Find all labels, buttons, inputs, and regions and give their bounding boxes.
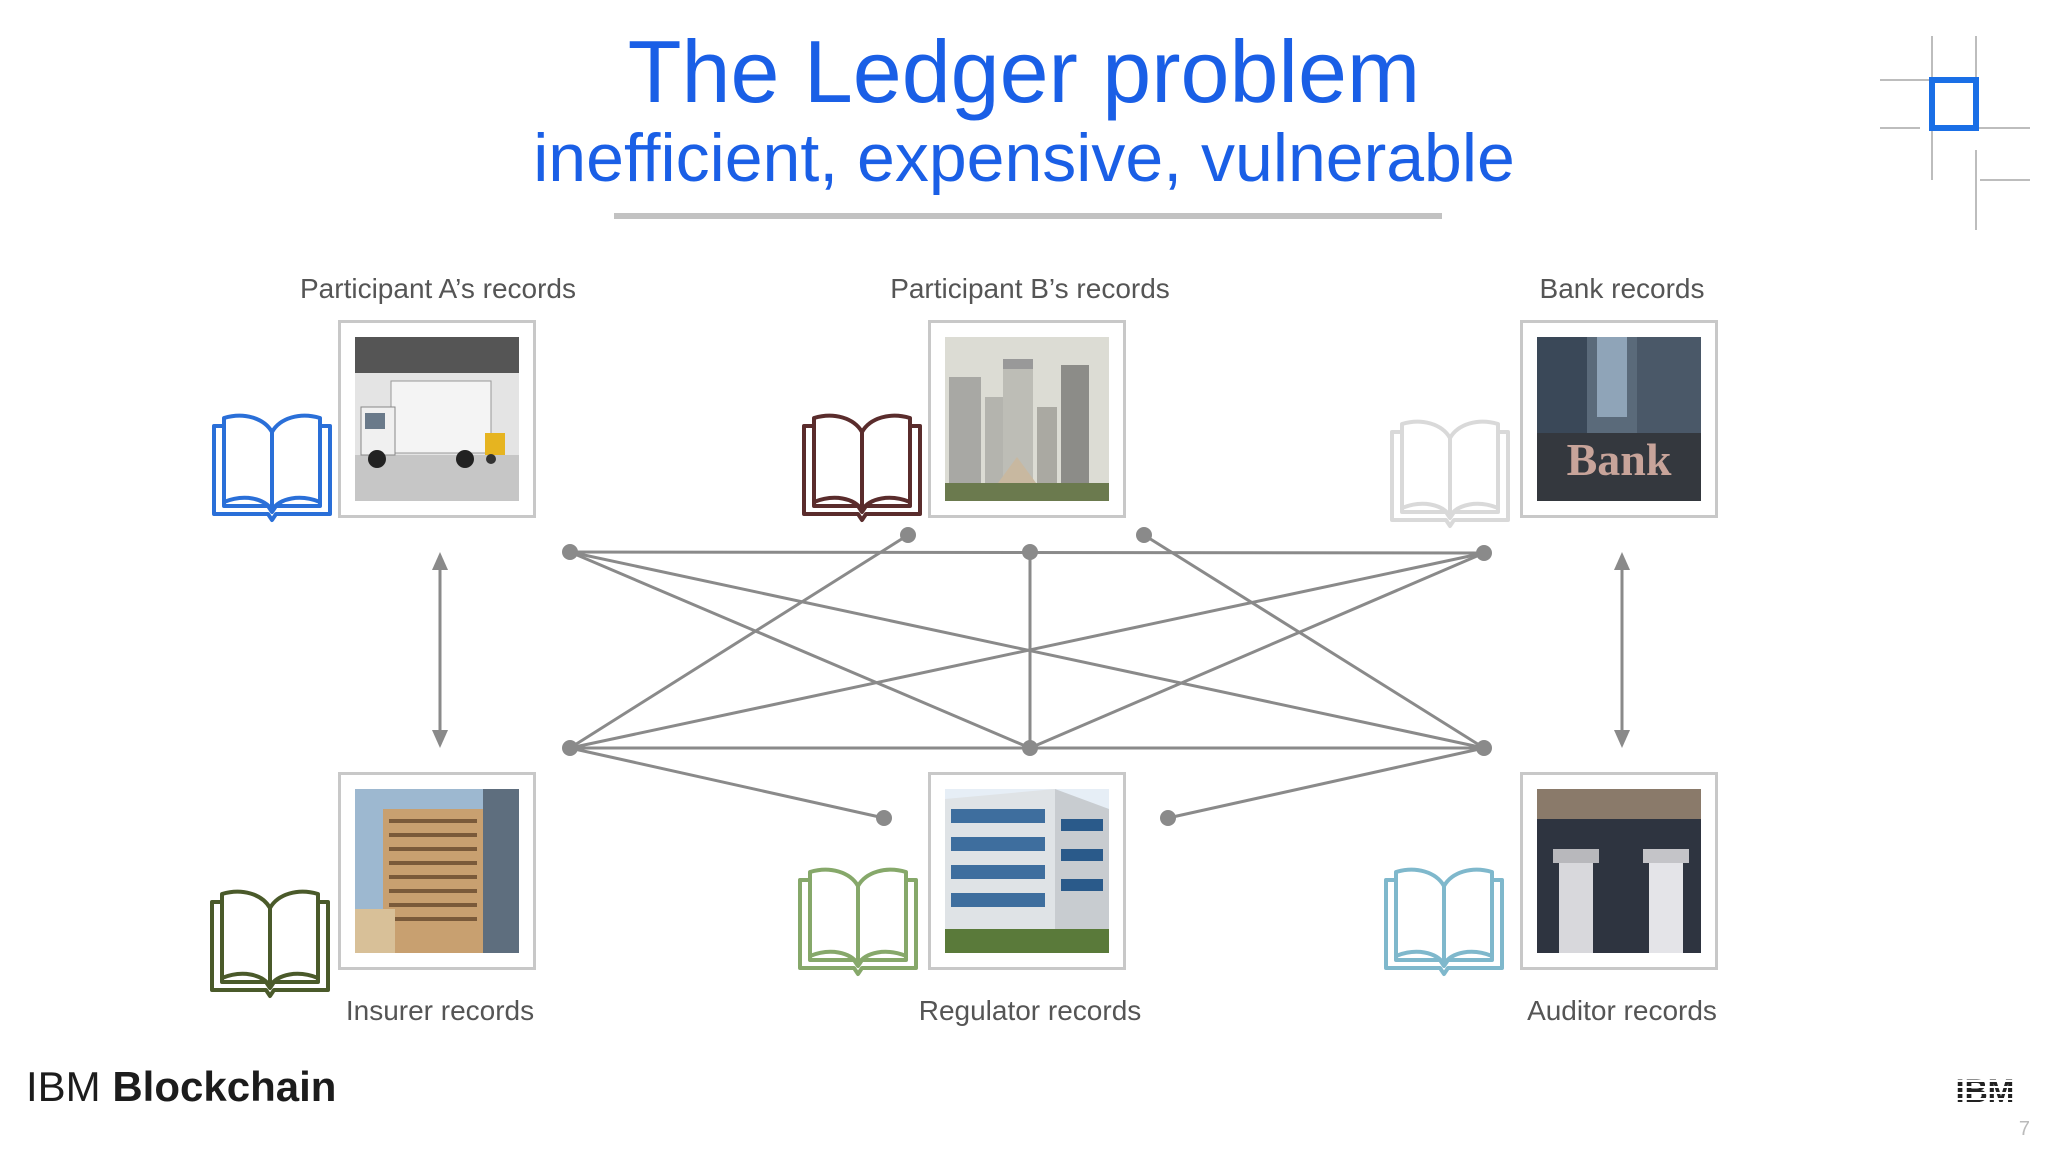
regulator-photo-frame [928,772,1126,970]
insurer-ledger-book-icon [210,889,330,998]
truck-warehouse-photo [355,337,519,501]
connector-auditor-to-regulator [1167,746,1485,820]
insurer-photo-frame [338,772,536,970]
blockchain-corner-logo-icon [1880,36,2030,230]
participant-a-label: Participant A’s records [300,273,576,304]
connector-insurer-to-regulator [569,746,885,820]
page-number: 7 [2018,1118,2030,1140]
participant-b-label: Participant B’s records [890,273,1170,304]
regulator-ledger-book-icon [798,867,918,976]
slide-subtitle: inefficient, expensive, vulnerable [533,120,1515,196]
bank-label: Bank records [1539,273,1705,304]
ibm-logo-text: IBM [1956,1074,2015,1106]
ibm-blockchain-brand: IBM Blockchain [26,1062,336,1112]
city-skyline-photo [945,337,1109,501]
insurer-label: Insurer records [345,995,535,1026]
auditor-ledger-book-icon [1384,867,1504,976]
participant-a-photo-frame [338,320,536,518]
columns-building-photo [1537,789,1701,953]
connector-bank-to-regulator [1029,551,1485,750]
ibm-logo-icon: IBM [1942,1074,2028,1106]
connector-bank-to-insurer [569,551,1485,750]
bank-sign-photo: Bank [1537,337,1701,501]
title-divider [614,213,1442,219]
glass-building-photo [945,789,1109,953]
brand-light-text: IBM [26,1063,101,1110]
participant-b-photo-frame [928,320,1126,518]
connector-b-left-to-insurer [569,533,909,750]
svg-text:Bank: Bank [1567,434,1672,485]
auditor-label: Auditor records [1527,995,1717,1026]
office-tower-photo [355,789,519,953]
slide-title: The Ledger problem [627,22,1421,121]
brand-bold-text: Blockchain [112,1063,337,1110]
participant-b-ledger-book-icon [802,413,922,522]
connector-a-to-regulator [569,550,1031,750]
connector-b-right-to-auditor [1143,533,1485,750]
auditor-photo-frame [1520,772,1718,970]
participant-a-ledger-book-icon [212,413,332,522]
bank-photo-frame: Bank [1520,320,1718,518]
regulator-label: Regulator records [918,995,1142,1026]
bank-ledger-book-icon [1390,419,1510,528]
